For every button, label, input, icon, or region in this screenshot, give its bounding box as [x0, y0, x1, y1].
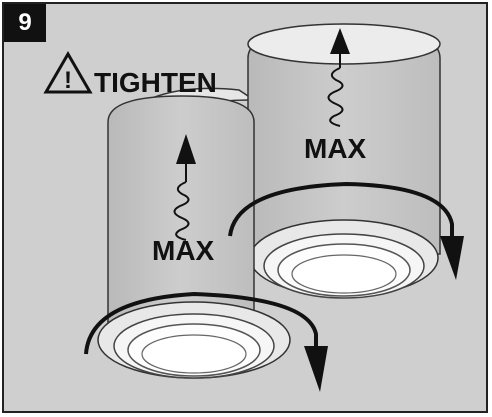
tighten-diagram: ! TIGHTEN MAX MAX [43, 23, 464, 392]
rotation-arrow-right [228, 181, 464, 280]
fixture-right [247, 23, 441, 299]
spring-arrow-icon [173, 134, 196, 241]
max-label-right: MAX [304, 133, 367, 164]
instruction-panel: 9 [2, 2, 488, 413]
tighten-label: TIGHTEN [94, 67, 217, 98]
spring-arrow-icon [327, 28, 350, 127]
fixture-left [97, 95, 291, 379]
step-number-badge: 9 [4, 4, 46, 42]
warning-triangle-icon: ! [43, 51, 93, 94]
rotation-arrow-left [84, 291, 328, 392]
max-label-left: MAX [152, 235, 215, 266]
warning-symbol: ! [64, 67, 72, 94]
